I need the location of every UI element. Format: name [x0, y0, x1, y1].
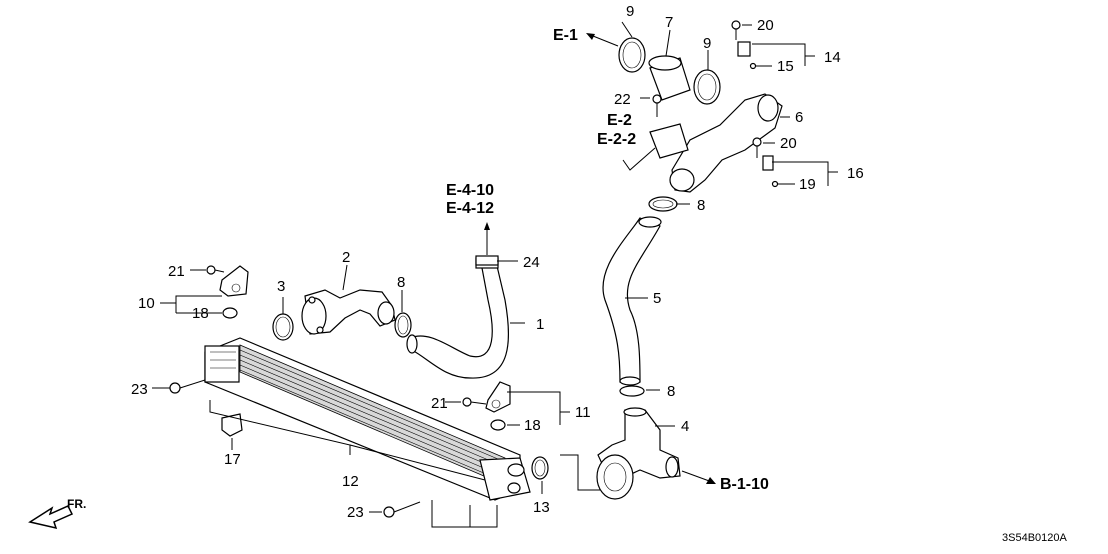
label-part-20-lower: 20 [780, 135, 797, 152]
bolt-part-23-upper [169, 379, 206, 394]
pipe-part-4 [596, 407, 681, 500]
label-part-24: 24 [523, 254, 540, 271]
label-part-21-upper: 21 [168, 263, 185, 280]
clamp-part-9-left [618, 37, 646, 73]
label-part-10: 10 [138, 295, 155, 312]
hose-part-1 [406, 257, 509, 379]
front-marker-label: FR. [67, 497, 86, 511]
intercooler-part-12 [204, 337, 531, 501]
label-part-8-upper: 8 [697, 197, 705, 214]
bracket-part-11 [485, 381, 511, 413]
label-part-23-upper: 23 [131, 381, 148, 398]
label-part-8-middle: 8 [667, 383, 675, 400]
ref-e4-12: E-4-12 [446, 200, 494, 217]
clip-part-24 [475, 255, 499, 266]
clamp-part-8-middle [619, 385, 645, 397]
bracket-part-10 [219, 265, 249, 297]
clamp-part-9-right [693, 69, 721, 105]
sensor-part-16 [762, 155, 774, 171]
bolt-part-20-lower [752, 137, 762, 158]
ref-e1: E-1 [553, 27, 578, 44]
sensor-part-14 [737, 41, 751, 57]
label-part-3: 3 [277, 278, 285, 295]
label-part-13: 13 [533, 499, 550, 516]
front-direction-arrow-icon [28, 505, 74, 530]
label-part-11: 11 [575, 404, 591, 421]
bolt-part-22 [652, 94, 662, 117]
label-part-9-left: 9 [626, 3, 634, 20]
label-part-15: 15 [777, 58, 794, 75]
mount-part-17 [221, 413, 243, 437]
hose-part-5 [602, 216, 662, 386]
diagram-code: 3S54B0120A [1002, 532, 1067, 544]
o-ring-part-3 [272, 313, 294, 341]
label-part-16: 16 [847, 165, 864, 182]
o-ring-part-15 [749, 62, 757, 70]
label-part-7: 7 [665, 14, 673, 31]
ref-e4-10: E-4-10 [446, 182, 494, 199]
label-part-8-lower: 8 [397, 274, 405, 291]
grommet-part-18-upper [222, 307, 238, 319]
label-part-20-upper: 20 [757, 17, 774, 34]
clamp-part-8-upper [648, 196, 678, 212]
grommet-part-18-lower [490, 419, 506, 431]
label-part-6: 6 [795, 109, 803, 126]
o-ring-part-13 [531, 456, 549, 480]
label-part-12: 12 [342, 473, 359, 490]
reference-arrows [484, 33, 716, 484]
bolt-part-23-lower [383, 501, 421, 518]
hose-part-7 [648, 55, 691, 101]
bolt-part-21-lower [462, 397, 487, 407]
label-part-9-right: 9 [703, 35, 711, 52]
bolt-part-20-upper [731, 20, 741, 40]
ref-e2: E-2 [607, 112, 632, 129]
clamp-part-8-lower [394, 312, 412, 338]
pipe-part-2 [301, 289, 396, 335]
label-part-1: 1 [536, 316, 544, 333]
label-part-18-lower: 18 [524, 417, 541, 434]
label-part-14: 14 [824, 49, 841, 66]
label-part-22: 22 [614, 91, 631, 108]
label-part-17: 17 [224, 451, 241, 468]
label-part-23-lower: 23 [347, 504, 364, 521]
bolt-part-21-upper [206, 265, 225, 275]
pipe-part-6 [649, 93, 783, 193]
ref-b1-10: B-1-10 [720, 476, 769, 493]
label-part-2: 2 [342, 249, 350, 266]
ref-e2-2: E-2-2 [597, 131, 636, 148]
label-part-18-upper: 18 [192, 305, 209, 322]
label-part-4: 4 [681, 418, 689, 435]
label-part-5: 5 [653, 290, 661, 307]
o-ring-part-19 [771, 180, 779, 188]
label-part-19: 19 [799, 176, 816, 193]
label-part-21-lower: 21 [431, 395, 448, 412]
